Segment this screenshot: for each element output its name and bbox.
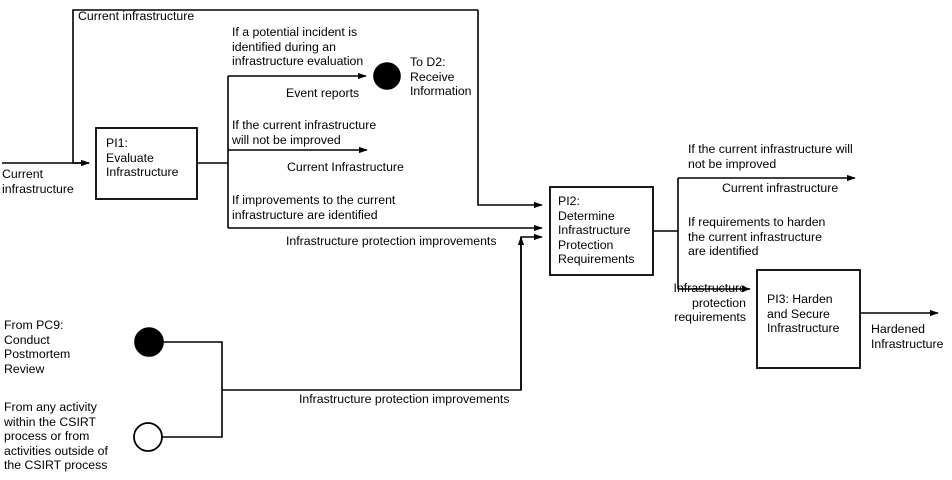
edge-from-any-activity [162,390,223,438]
process-label-pi2: PI2: Determine Infrastructure Protection… [558,194,635,267]
label-output-hardened-infrastructure: Hardened Infrastructure [871,322,944,351]
process-box-pi3 [756,269,861,369]
process-label-pi3: PI3: Harden and Secure Infrastructure [767,292,840,336]
edge-from-pc9 [163,341,223,390]
label-flow-protection-requirements: Infrastructure protection requirements [673,281,746,325]
label-flow-current-infrastructure-pi2: Current infrastructure [722,181,839,195]
edge-bottom-protection-improvements [222,233,543,391]
process-box-pi2 [549,186,654,276]
label-feedback-current-infrastructure: Current infrastructure [78,9,195,23]
process-box-pi1 [95,127,198,200]
label-cond-requirements-identified: If requirements to harden the current in… [688,215,826,259]
edge-feedback-into-pi2 [477,10,543,209]
label-cond-not-improved-pi1: If the current infrastructure will not b… [232,118,377,147]
connector-from-pc9-icon [134,327,164,357]
label-cond-not-improved-pi2: If the current infrastructure will not b… [688,142,853,171]
label-connector-from-pc9: From PC9: Conduct Postmortem Review [4,318,71,376]
label-input-current-infrastructure: Current infrastructure [2,167,74,196]
connector-from-any-activity-icon [133,422,163,452]
label-cond-potential-incident: If a potential incident is identified du… [232,25,364,69]
label-connector-to-d2: To D2: Receive Information [410,55,472,99]
label-flow-protection-improvements-bottom: Infrastructure protection improvements [299,392,510,406]
label-flow-protection-improvements-pi1: Infrastructure protection improvements [286,234,497,248]
label-connector-from-any-activity: From any activity within the CSIRT proce… [4,400,108,473]
connector-to-d2-icon [373,62,401,90]
label-flow-current-infrastructure-pi1: Current Infrastructure [287,160,404,174]
process-label-pi1: PI1: Evaluate Infrastructure [106,136,179,180]
label-flow-event-reports: Event reports [286,86,360,100]
label-cond-improvements-identified: If improvements to the current infrastru… [232,193,396,222]
